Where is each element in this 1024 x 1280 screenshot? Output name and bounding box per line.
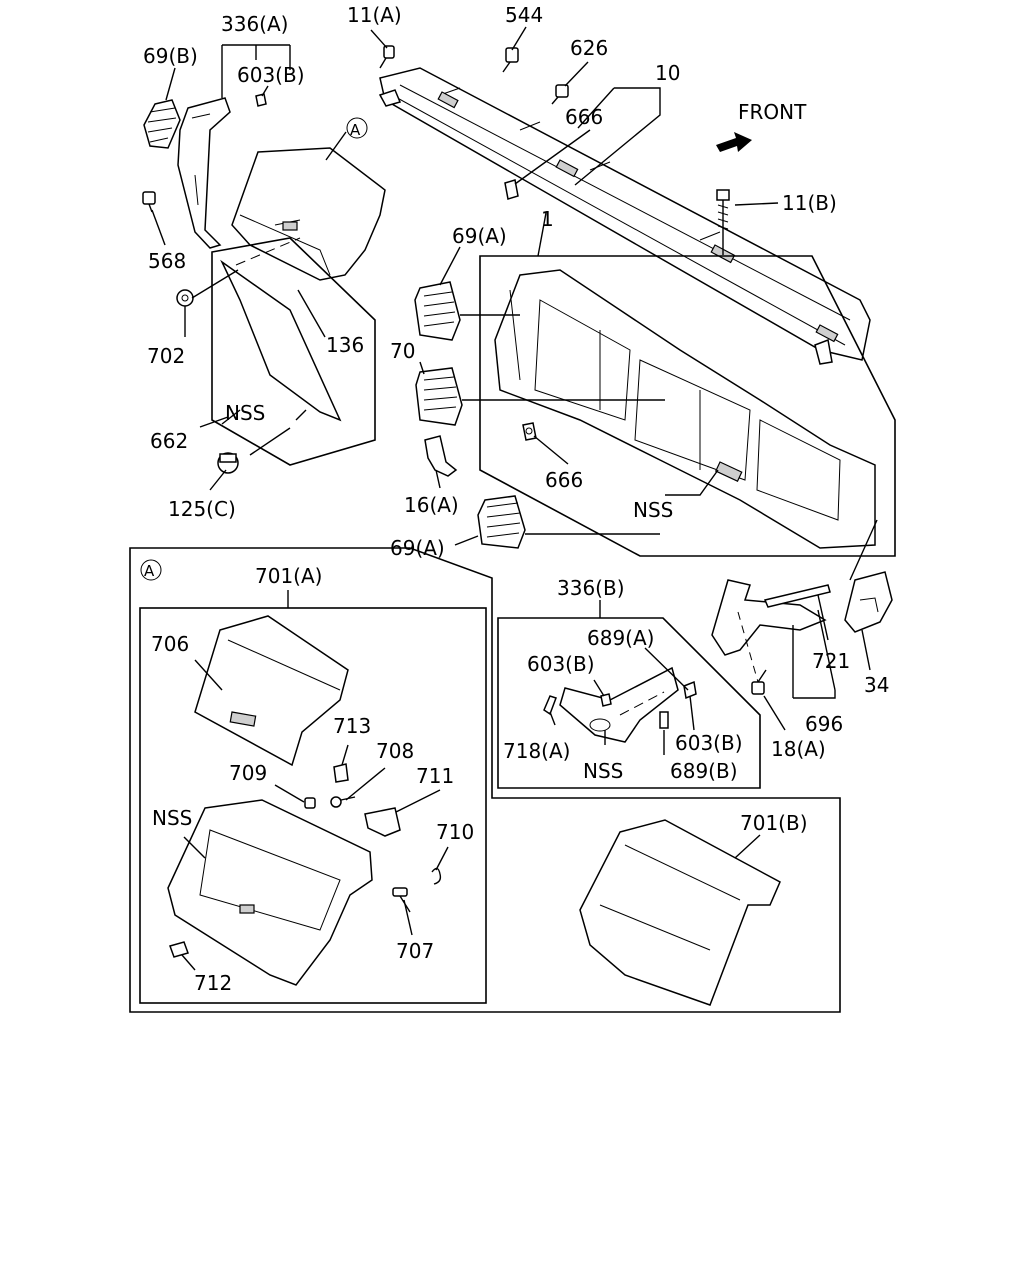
label-707: 707: [396, 939, 434, 963]
label-701a: 701(A): [255, 564, 322, 588]
label-603b-top: 603(B): [237, 63, 305, 87]
side-panel-336a: [177, 97, 231, 249]
label-336a: 336(A): [221, 12, 288, 36]
label-603b-inset2: 603(B): [675, 731, 743, 755]
label-18a: 18(A): [771, 737, 826, 761]
label-711: 711: [416, 764, 454, 788]
inset-a-frame: [129, 547, 841, 1013]
label-336b: 336(B): [557, 576, 625, 600]
marker-a-top: [346, 117, 368, 139]
label-603b-inset1: 603(B): [527, 652, 595, 676]
label-689b: 689(B): [670, 759, 738, 783]
cover-34: [844, 571, 893, 633]
screw-626: [551, 84, 569, 105]
label-712: 712: [194, 971, 232, 995]
lid-706: [194, 615, 349, 767]
inset-701a-frame: [139, 607, 487, 1004]
label-11b: 11(B): [782, 191, 837, 215]
label-70: 70: [390, 339, 415, 363]
latch-713: [333, 763, 349, 783]
label-721: 721: [812, 649, 850, 673]
label-689a: 689(A): [587, 626, 654, 650]
label-16a: 16(A): [404, 493, 459, 517]
label-10: 10: [655, 61, 680, 85]
label-nss-left: NSS: [225, 401, 265, 425]
label-701b: 701(B): [740, 811, 808, 835]
clip-603b-inset: [600, 693, 612, 707]
vent-69a-top: [414, 281, 461, 341]
label-706: 706: [151, 632, 189, 656]
clip-125c: [217, 452, 239, 474]
front-label: FRONT: [738, 100, 807, 124]
label-702: 702: [147, 344, 185, 368]
screw-18a: [751, 669, 767, 695]
clip-712: [169, 941, 189, 958]
label-708: 708: [376, 739, 414, 763]
label-69b: 69(B): [143, 44, 198, 68]
label-69a-top: 69(A): [452, 224, 507, 248]
main-dash-frame: [479, 255, 896, 557]
clip-666-mid: [522, 422, 537, 441]
bracket-696: [711, 579, 827, 656]
leader-lines: [151, 26, 878, 971]
clip-666-top: [504, 179, 519, 200]
label-nss-inset: NSS: [583, 759, 623, 783]
label-69a-bottom: 69(A): [390, 536, 445, 560]
vent-69b: [143, 99, 181, 149]
screw-544: [502, 47, 519, 73]
lower-cover-662: [220, 259, 342, 422]
label-709: 709: [229, 761, 267, 785]
bracket-16a: [424, 435, 458, 477]
label-nss-box: NSS: [152, 806, 192, 830]
pin-708: [330, 796, 356, 808]
label-34: 34: [864, 673, 889, 697]
label-nss-center: NSS: [633, 498, 673, 522]
label-696: 696: [805, 712, 843, 736]
side-trim-336b: [559, 666, 679, 743]
spring-710: [431, 867, 442, 885]
housing-nss-inset: [167, 799, 373, 986]
label-136: 136: [326, 333, 364, 357]
clip-603b-top: [255, 93, 267, 107]
screw-11a: [379, 45, 395, 69]
screw-11b: [716, 189, 730, 255]
label-718a: 718(A): [503, 739, 570, 763]
label-666-mid: 666: [545, 468, 583, 492]
strip-718a: [543, 695, 557, 716]
label-710: 710: [436, 820, 474, 844]
strip-721: [763, 584, 831, 608]
nut-702: [176, 289, 194, 307]
label-626: 626: [570, 36, 608, 60]
label-666-top: 666: [565, 105, 603, 129]
label-1: 1: [541, 207, 554, 231]
lower-cover-frame: [211, 237, 376, 466]
glovebox-housing-a: [231, 147, 386, 281]
label-662: 662: [150, 429, 188, 453]
hinge-711: [364, 807, 401, 837]
label-713: 713: [333, 714, 371, 738]
clip-689a: [683, 680, 697, 700]
label-a-top: A: [350, 121, 361, 139]
label-544: 544: [505, 3, 543, 27]
damper-707: [392, 887, 411, 913]
inset-336b-frame: [497, 617, 761, 789]
label-125c: 125(C): [168, 497, 236, 521]
screw-709: [304, 797, 316, 809]
vent-69a-bottom: [477, 495, 526, 549]
vent-70: [415, 367, 463, 426]
label-a-inset: A: [144, 562, 155, 580]
screw-568: [142, 191, 156, 213]
inset-a-marker: [140, 559, 162, 581]
callout-labels: 336(A) 69(B) 603(B) 11(A) 544 626 10 666…: [143, 3, 889, 995]
label-11a: 11(A): [347, 3, 402, 27]
front-arrow-icon: [716, 132, 752, 152]
label-568: 568: [148, 249, 186, 273]
housing-701b: [579, 819, 781, 1006]
pad-689b: [659, 711, 669, 729]
